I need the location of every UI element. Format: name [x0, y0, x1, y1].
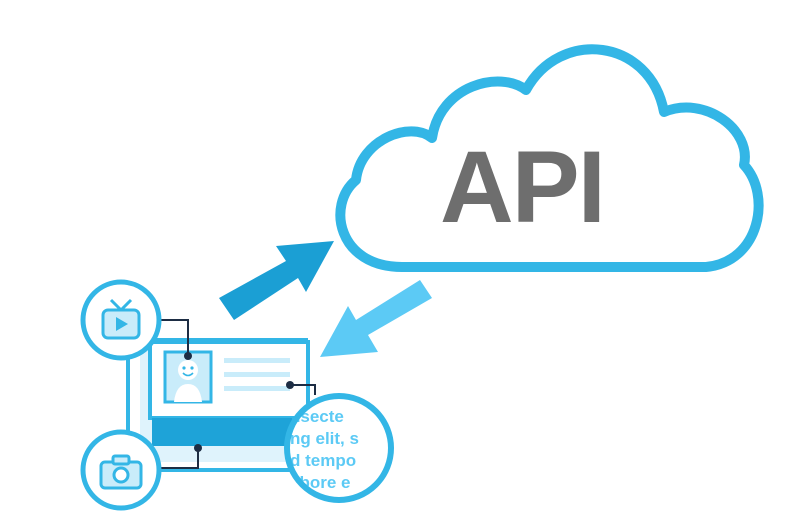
- text-line: [224, 372, 290, 377]
- api-label: API: [440, 130, 604, 244]
- request-arrow: [219, 241, 334, 320]
- client-page: [126, 338, 310, 472]
- connector-dot: [184, 352, 192, 360]
- banner-block: [152, 418, 292, 446]
- lens-text-line: ng elit, s: [290, 429, 359, 448]
- magnifier-lens: nsecte ng elit, s d tempo abore e: [284, 393, 394, 503]
- api-cloud: API: [335, 44, 764, 272]
- connector-dot: [286, 381, 294, 389]
- cloud-outline: [335, 44, 764, 272]
- text-line: [224, 386, 290, 391]
- connectors: [160, 319, 316, 469]
- connector-dot: [194, 444, 202, 452]
- text-line: [224, 358, 290, 363]
- tv-icon: [80, 279, 162, 361]
- avatar-icon: [174, 360, 202, 402]
- response-arrow: [320, 280, 432, 357]
- lens-text-line: d tempo: [290, 451, 356, 470]
- camera-icon: [80, 429, 162, 511]
